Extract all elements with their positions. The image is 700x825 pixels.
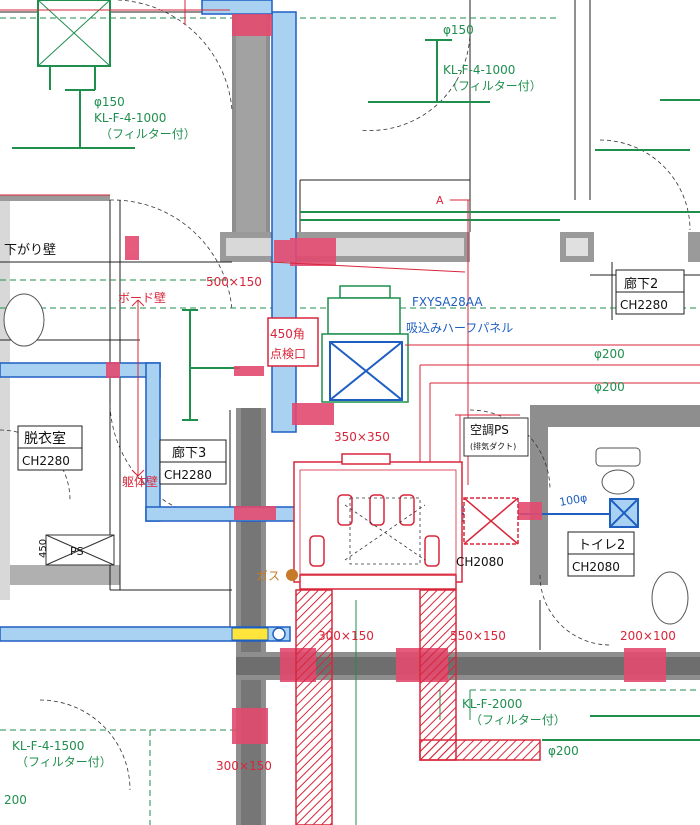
size-550x150: 550×150: [450, 629, 506, 643]
phi200-b: φ200: [594, 380, 625, 394]
size-500x150: 500×150: [206, 275, 262, 289]
toilet2-label: トイレ2: [578, 538, 625, 553]
dressing-room-label: 脱衣室: [24, 430, 66, 447]
green-equipment: [12, 0, 700, 825]
sink-fixture: [3, 293, 45, 347]
letter-a: A: [436, 194, 444, 207]
filter-left-bottom: （フィルター付）: [16, 755, 112, 769]
room-label-boxes: [17, 269, 685, 577]
filter-top-right: （フィルター付）: [446, 79, 542, 93]
unit-model: FXYSA28AA: [412, 295, 483, 309]
dim-450: 450: [38, 539, 49, 558]
kl-left-bottom: KL-F-4-1500: [12, 739, 84, 753]
ac-ps-box: [463, 417, 529, 457]
phi200-a: φ200: [594, 347, 625, 361]
ch2080-mid: CH2080: [456, 555, 504, 569]
ac-ps-label: 空調PS: [470, 423, 509, 437]
size-300x150-a: 300×150: [318, 629, 374, 643]
corridor3-label: 廊下3: [172, 445, 206, 461]
suction-panel: [329, 341, 403, 401]
kutai-wall-label: 躯体壁: [122, 474, 158, 489]
toilet-fixture: [595, 447, 689, 625]
kl-left: KL-F-4-1000: [94, 111, 166, 125]
kl-f2000: KL-F-2000: [462, 697, 522, 711]
size-350x350: 350×350: [334, 430, 390, 444]
kl-top-right: KL-F-4-1000: [443, 63, 515, 77]
size-200x100: 200×100: [620, 629, 676, 643]
trunk-ducts: [295, 589, 541, 825]
ac-ps-sub: (排気ダクト): [470, 441, 516, 451]
toilet2-ch: CH2080: [572, 560, 620, 574]
phi200-c: φ200: [548, 744, 579, 758]
duct-lower-left: [0, 626, 291, 642]
ventilation-unit: [293, 453, 463, 590]
corridor3-ch: CH2280: [164, 468, 212, 482]
exhaust-grille: [609, 498, 639, 528]
dressing-room-ch: CH2280: [22, 454, 70, 468]
size-300x150-b: 300×150: [216, 759, 272, 773]
gas-label: ガス: [256, 569, 280, 583]
architectural-lines: [0, 0, 700, 650]
hand-100: 100φ: [558, 491, 588, 509]
filter-f2000: （フィルター付）: [470, 713, 566, 727]
phi150-left: φ150: [94, 95, 125, 109]
filter-left: （フィルター付）: [100, 127, 196, 141]
inspection-hatch: [267, 317, 319, 367]
phi150-top-right: φ150: [443, 23, 474, 37]
corridor2-ch: CH2280: [620, 298, 668, 312]
exhaust-box: [463, 497, 519, 545]
edge-200: 200: [4, 793, 27, 807]
gas-marker: [286, 569, 298, 581]
tenkenko-line2: 点検口: [270, 347, 306, 361]
board-wall-label: ボード壁: [118, 290, 166, 305]
panel-label: 吸込みハーフパネル: [406, 321, 513, 335]
tenkenko-line1: 450角: [270, 327, 305, 341]
ps-box: [45, 534, 115, 566]
ps-label: PS: [70, 545, 84, 558]
corridor2-label: 廊下2: [624, 276, 658, 292]
sagari-wall-label: 下がり壁: [4, 243, 56, 258]
